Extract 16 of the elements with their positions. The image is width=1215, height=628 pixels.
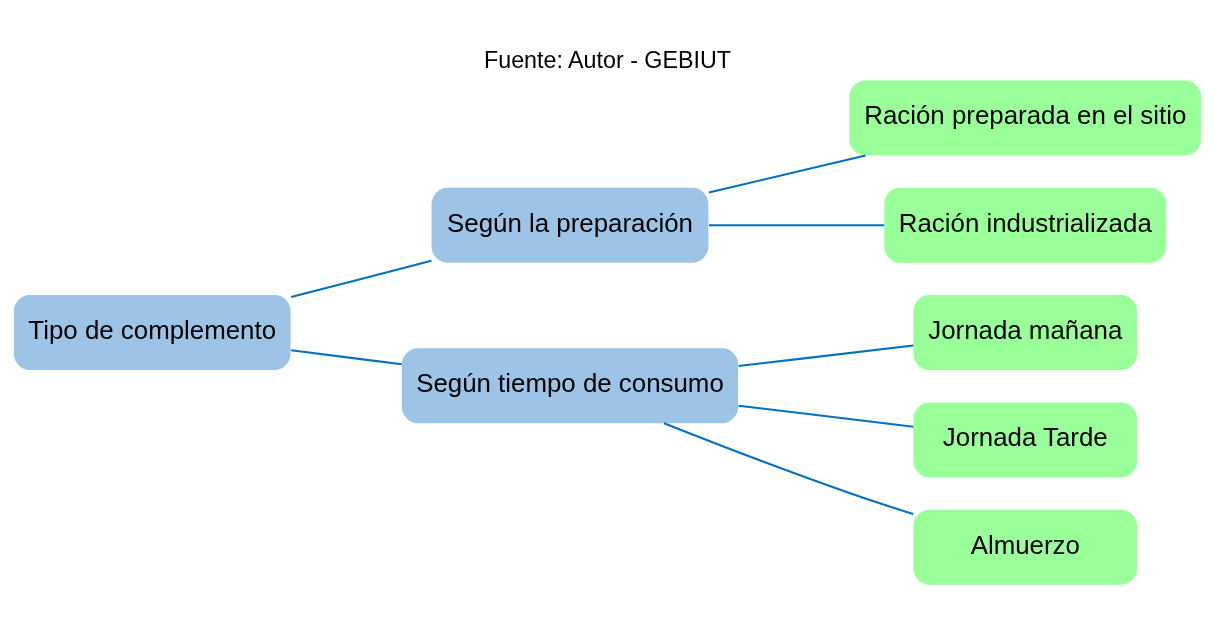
node-box: Tipo de complemento xyxy=(13,294,291,370)
node-box: Almuerzo xyxy=(913,509,1138,585)
connector xyxy=(708,223,885,226)
node-box: Jornada mañana xyxy=(913,294,1138,370)
node-box: Jornada Tarde xyxy=(913,401,1138,477)
node-box: Ración preparada en el sitio xyxy=(849,79,1202,155)
diagram-title: Fuente: Autor - GEBIUT xyxy=(484,46,731,73)
node-box: Según la preparación xyxy=(431,187,709,263)
node-box: Según tiempo de consumo xyxy=(401,347,739,423)
node-box: Ración industrializada xyxy=(884,187,1167,263)
connector xyxy=(738,404,914,428)
connector xyxy=(290,259,432,298)
connector xyxy=(738,344,914,367)
connector xyxy=(708,153,866,194)
connector xyxy=(663,421,914,515)
connector xyxy=(291,348,402,365)
